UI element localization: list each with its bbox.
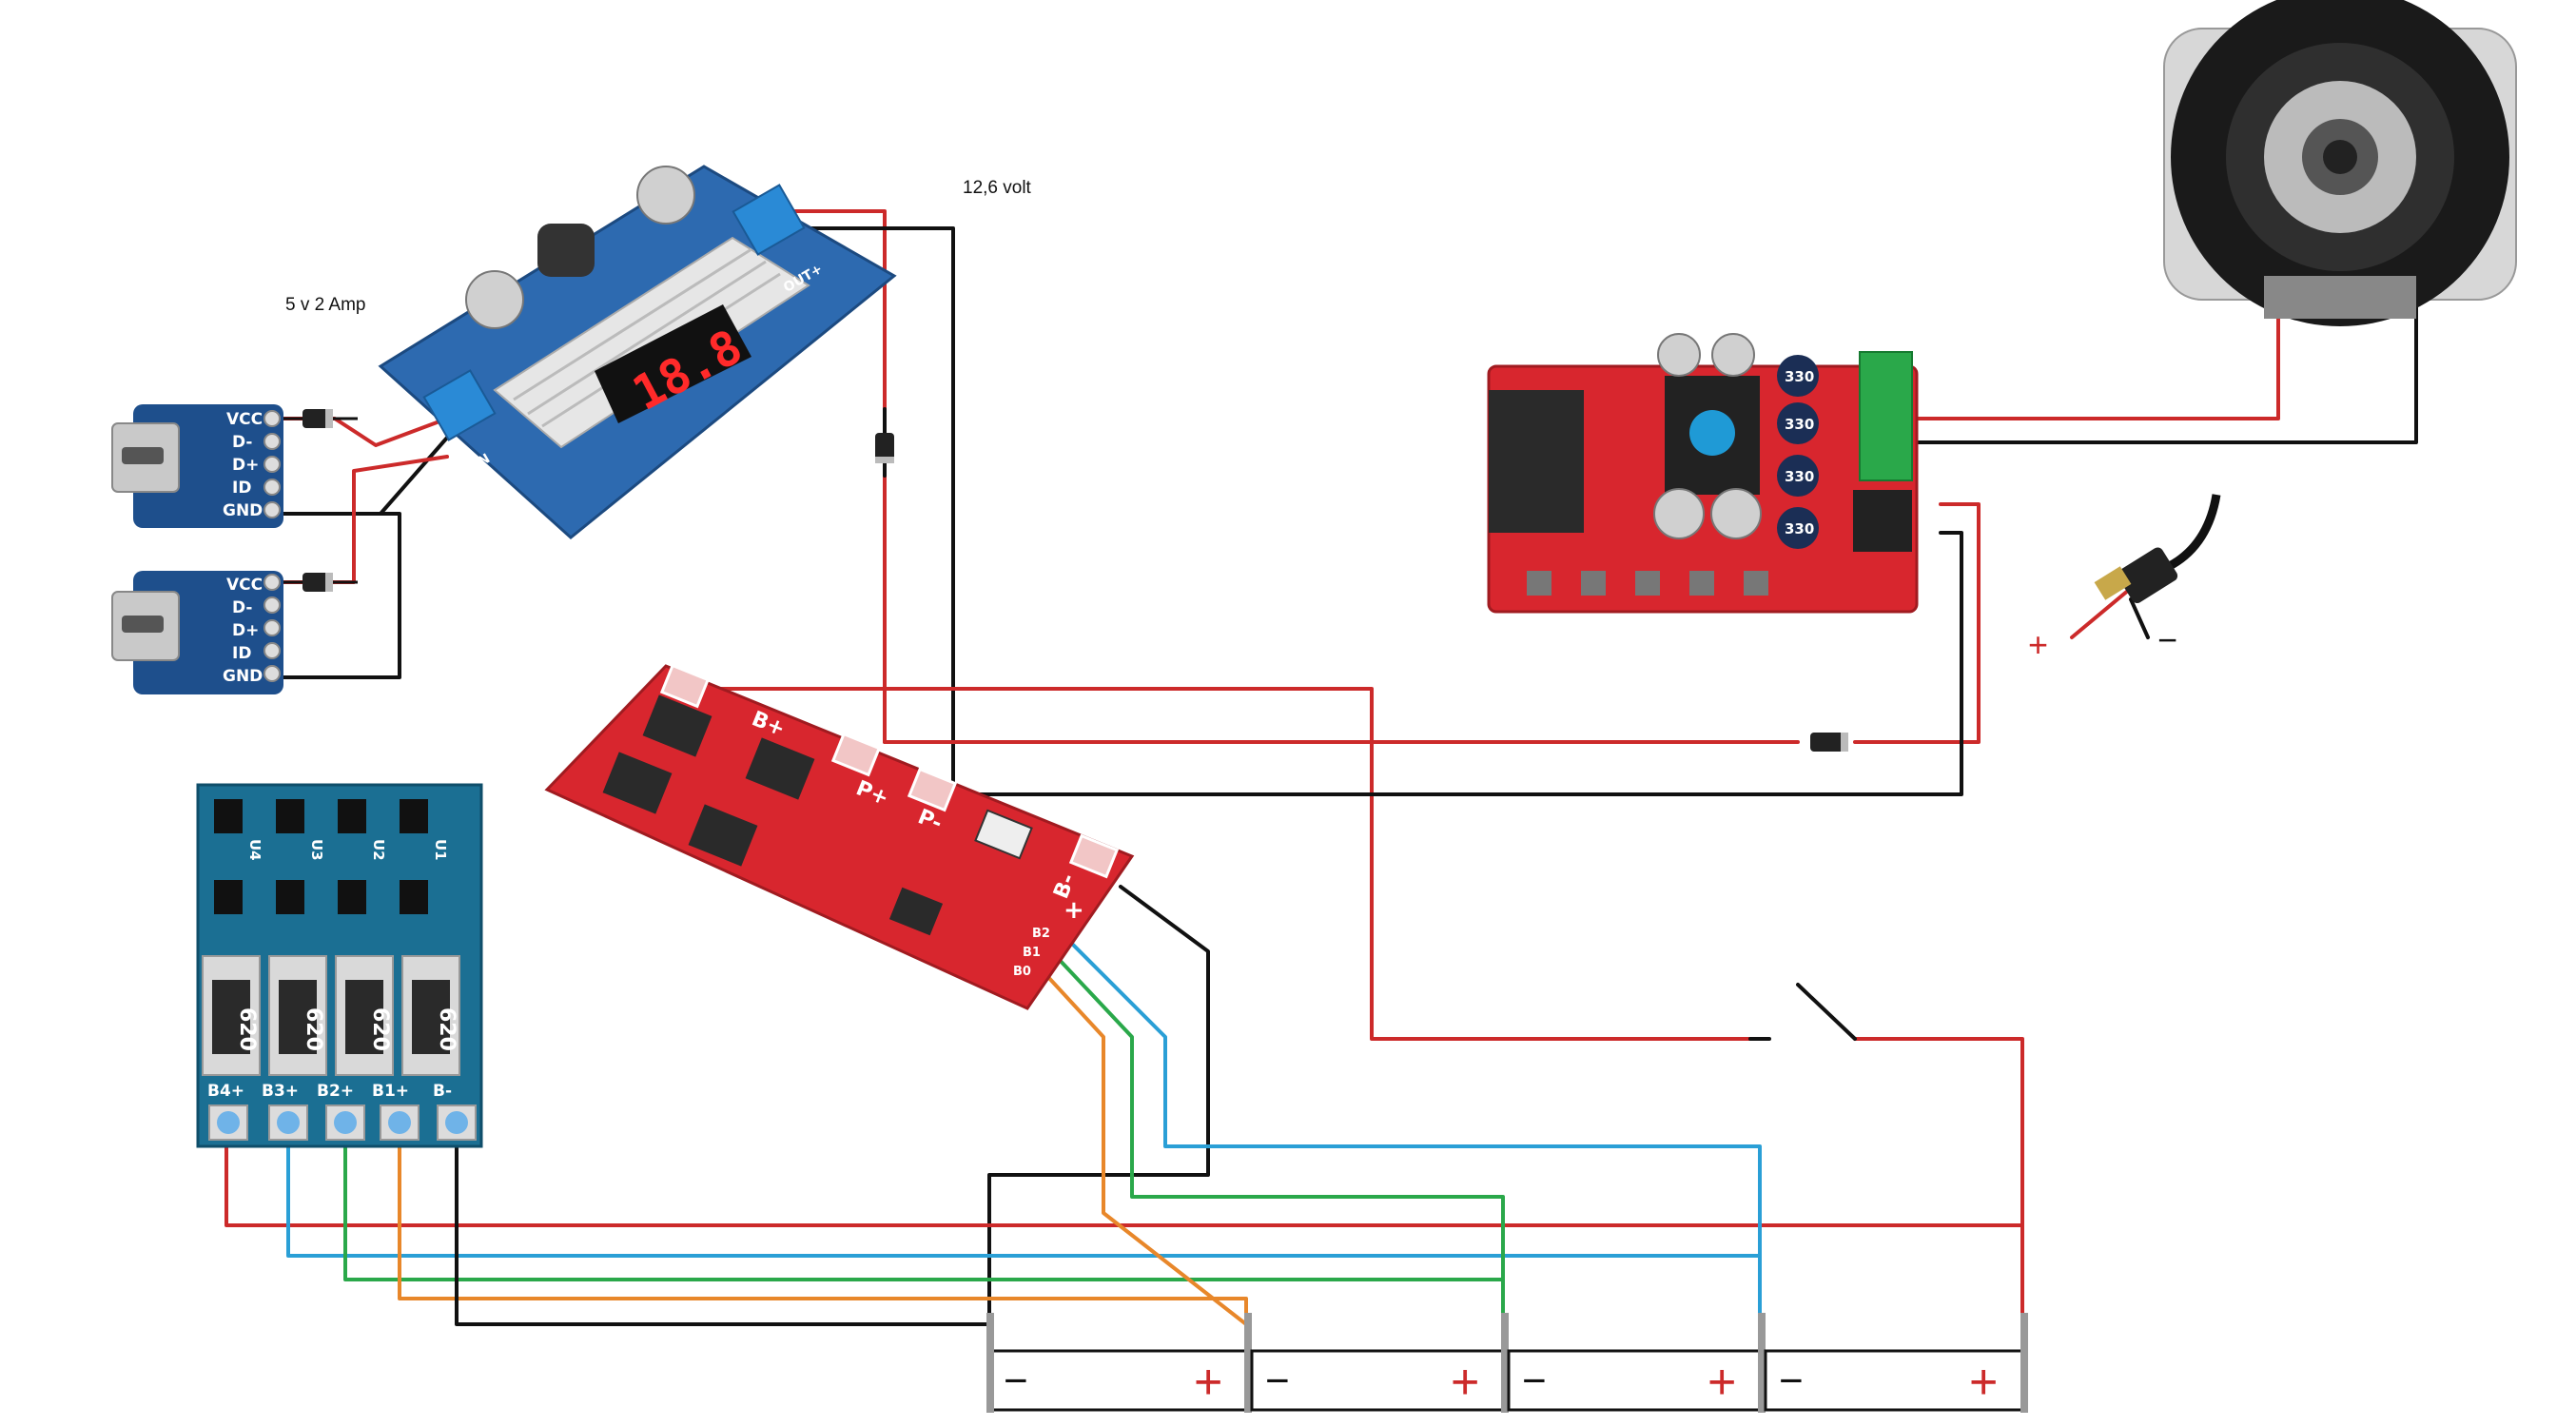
usb1-pin-gnd: GND: [223, 501, 263, 520]
wire-bal-b1: [398, 1121, 1248, 1326]
amp-cap-3: 330: [1785, 468, 1814, 485]
wire-bal-b4: [224, 1121, 2024, 1227]
balance-pin-b1: B1+: [372, 1082, 409, 1101]
usb-module-2: VCC D- D+ ID GND: [111, 571, 283, 694]
balance-ic-u2: U2: [370, 839, 387, 861]
switch-blade: [1748, 983, 1857, 1041]
balance-pin-b2: B2+: [317, 1082, 354, 1101]
usb2-pin-dminus: D-: [232, 598, 252, 617]
usb1-pin-vcc: VCC: [226, 410, 263, 429]
usb1-pin-id: ID: [232, 479, 251, 498]
battery-1-plus: +: [1194, 1355, 1222, 1410]
diode-stepup: [875, 433, 894, 463]
balance-ic-u3: U3: [308, 839, 325, 861]
usb2-pin-gnd: GND: [223, 667, 263, 686]
step-up-module: 18.8 OUT+ IN: [378, 165, 897, 539]
amp-cap-2: 330: [1785, 416, 1814, 433]
balance-pin-b4: B4+: [207, 1082, 244, 1101]
balance-res-1: 620: [235, 1007, 259, 1051]
usb2-pin-dplus: D+: [232, 621, 259, 640]
dc-jack-minus: −: [2157, 620, 2177, 659]
wire-stepup-out-red: [771, 209, 887, 744]
wire-jack-minus: [2129, 597, 2150, 639]
wire-amp-speaker-black: [1910, 303, 2418, 444]
diode-usb1: [283, 409, 358, 428]
bms-tap-b0: B0: [1013, 965, 1031, 979]
balance-ic-u4: U4: [246, 839, 263, 861]
battery-pack: − + − + − + − +: [986, 1313, 2028, 1413]
battery-3-minus: −: [1522, 1358, 1547, 1404]
step-up-in-label: IN: [471, 451, 493, 472]
balance-pin-bminus: B-: [433, 1082, 452, 1101]
wire-usb-gnd-link: [282, 436, 449, 516]
diode-usb2: [283, 573, 358, 592]
balance-pin-b3: B3+: [262, 1082, 299, 1101]
amp-cap-4: 330: [1785, 520, 1814, 538]
wire-usb2-vcc: [282, 455, 449, 584]
wire-bal-bminus: [455, 1121, 991, 1326]
wire-bms-tap-blue: [1064, 935, 1762, 1326]
wire-amp-speaker-red: [1910, 303, 2280, 420]
balance-res-4: 620: [435, 1007, 459, 1051]
battery-4-minus: −: [1779, 1358, 1804, 1404]
wire-batt-neg-black: [987, 885, 1210, 1315]
usb-module-1: VCC D- D+ ID GND: [111, 404, 283, 528]
label-usb-rating: 5 v 2 Amp: [285, 295, 366, 315]
battery-4-plus: +: [1969, 1355, 1998, 1410]
usb1-pin-dminus: D-: [232, 433, 252, 452]
wire-usb1-gnd-a: [282, 512, 401, 679]
battery-1-minus: −: [1004, 1358, 1028, 1404]
dc-jack-plus: +: [2028, 625, 2048, 664]
wire-switch-out-red: [1853, 1037, 2024, 1315]
balance-board: U4 U3 U2 U1 620 620 620 620 B4+ B3+ B2+ …: [196, 783, 483, 1148]
battery-cell-1: − +: [986, 1313, 1252, 1413]
battery-cell-4: − +: [1764, 1313, 2028, 1413]
wire-stepup-out-black: [771, 226, 955, 796]
label-step-up-voltage: 12,6 volt: [963, 178, 1031, 198]
amp-cap-1: 330: [1785, 368, 1814, 385]
wire-bms-amp-black: [951, 531, 1963, 796]
wire-bms-amp-red: [883, 502, 1981, 744]
wire-bms-tap-orange: [1044, 973, 1248, 1326]
wire-jack-plus: [2070, 588, 2131, 639]
battery-3-plus: +: [1708, 1355, 1736, 1410]
usb2-pin-id: ID: [232, 644, 251, 663]
battery-2-minus: −: [1265, 1358, 1290, 1404]
usb2-pin-vcc: VCC: [226, 576, 263, 595]
dc-jack: [2094, 494, 2221, 604]
balance-ic-u1: U1: [432, 839, 449, 861]
battery-2-plus: +: [1451, 1355, 1479, 1410]
balance-res-3: 620: [368, 1007, 392, 1051]
wire-bms-pplus-red: [683, 687, 1752, 1041]
bms-tap-b2: B2: [1032, 927, 1050, 941]
amp-board: 330 330 330 330: [1487, 333, 1919, 614]
diode-amp: [1810, 733, 1848, 752]
usb1-pin-dplus: D+: [232, 456, 259, 475]
balance-res-2: 620: [302, 1007, 325, 1051]
speaker: [2163, 0, 2517, 326]
wire-bms-tap-green: [1054, 954, 1505, 1326]
bms-label-plus: +: [1064, 896, 1084, 925]
bms-tap-b1: B1: [1023, 946, 1041, 960]
battery-cell-3: − +: [1507, 1313, 1766, 1413]
battery-cell-2: − +: [1250, 1313, 1509, 1413]
bms-board: B+ P+ P- B- + B2 B1 B0: [544, 663, 1135, 1010]
